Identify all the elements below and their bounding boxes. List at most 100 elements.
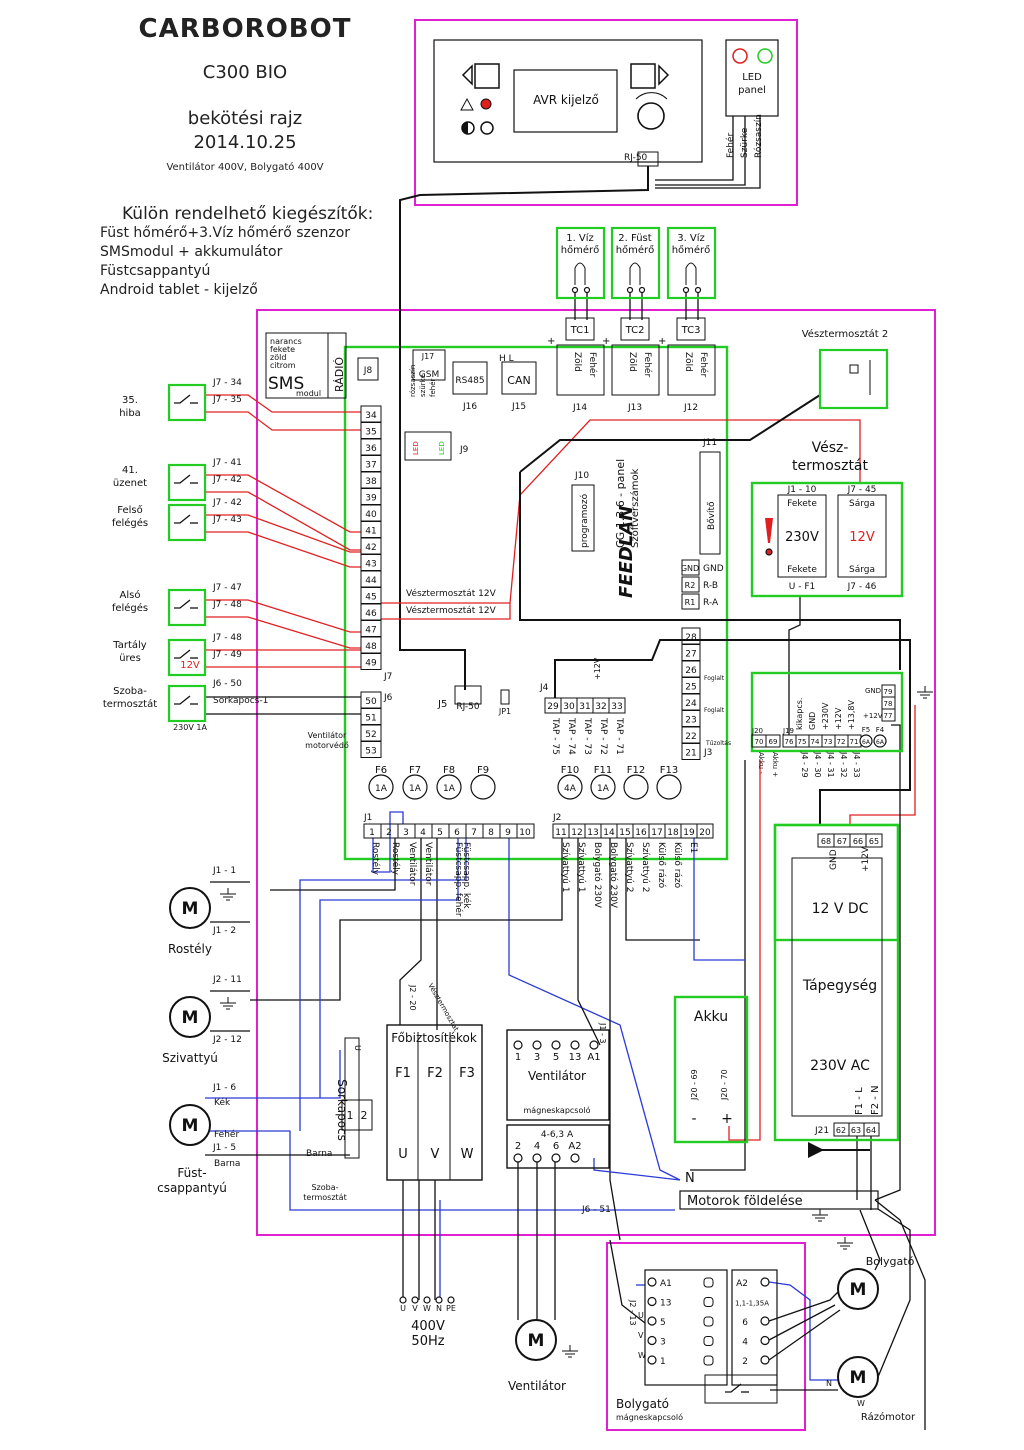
bus-label: R-B: [703, 581, 718, 591]
psu-pin: 66: [853, 837, 863, 846]
j20-pin: 70: [755, 738, 764, 746]
motor-wire-label: Fehér: [214, 1129, 239, 1140]
sensor-title: hőmérő: [561, 244, 600, 256]
fuse-value: 4A: [564, 784, 577, 794]
vesz-right: [837, 494, 887, 578]
razo-relay: [704, 1374, 778, 1404]
small-fuse-icon: [859, 734, 873, 748]
vesz-label: U - F1: [789, 582, 815, 592]
thermocouple-icon: [629, 262, 641, 285]
sms-wire-label: fekete: [270, 345, 295, 354]
j7-pin: 47: [365, 626, 376, 636]
vesz-left: [777, 494, 827, 578]
vent-contactor-pin: 3: [534, 1052, 540, 1063]
input-box: [167, 588, 207, 627]
led-label: LED: [438, 441, 446, 455]
input-wire: [205, 474, 361, 533]
switch-icon: [174, 394, 191, 404]
j2-wire-label: Szívattyú 1: [560, 842, 570, 892]
terminal-dot: [638, 286, 646, 294]
motor-wire-label: J2 - 12: [212, 1035, 242, 1045]
polarity: +: [602, 336, 610, 347]
input-label: Felső: [117, 504, 142, 516]
j2-pin: 14: [603, 828, 615, 838]
j11-label: Bővítő: [707, 501, 717, 530]
bolygato-wire: [609, 838, 621, 1241]
optional-accessories: Külön rendelhető kiegészítők: Füst hőmér…: [100, 205, 373, 300]
bus-code: R1: [685, 598, 696, 607]
j1-wire-label: Füstcsapp. fehér: [453, 842, 464, 917]
fuse-icon: [623, 774, 649, 800]
switch-icon: [174, 474, 191, 484]
j1-3-label: J1 - 3: [598, 1022, 607, 1044]
damper-wire: [319, 838, 459, 1098]
display-frame: [414, 19, 798, 206]
vesz-wire-label: Vésztermosztát 12V: [406, 605, 497, 616]
grate-wire: [270, 838, 396, 891]
vesz-wire-label: Vésztermosztát 12V: [406, 588, 497, 599]
mains-terminal: [447, 1296, 455, 1304]
motor-wire-label: J1 - 6: [212, 1083, 236, 1093]
j6-51-label: J6 - 51: [581, 1205, 611, 1215]
j2-pin: 16: [635, 828, 647, 838]
vesz-label: J7 - 45: [847, 485, 877, 495]
tc-conn-label: J12: [683, 403, 698, 413]
contact-icon: [703, 1297, 714, 1307]
fuse-icon: [436, 774, 462, 800]
j1-pin: 3: [403, 828, 409, 838]
tc-wire-label: Zöld: [627, 352, 637, 372]
led-label: LED: [412, 441, 420, 455]
j2-wire-label: Szívattyú 2: [640, 842, 650, 892]
polarity: +: [658, 336, 666, 347]
j18-label: +12V: [863, 712, 883, 720]
board-wire: [519, 394, 821, 473]
fuse-icon: [368, 774, 394, 800]
akku-box: [673, 995, 749, 1144]
psu-line: Tápegység: [802, 978, 877, 994]
vent-prot-label: motorvédő: [305, 740, 349, 750]
motor-wire-label: J1 - 2: [212, 926, 236, 936]
bolygato-coil-wire: [768, 1281, 838, 1381]
j7-pin: 34: [365, 411, 377, 421]
knob-arc-icon: [635, 92, 668, 100]
bolygato-motor-wire: [768, 1304, 836, 1341]
motor-1-icon: [169, 996, 211, 1038]
j20-label: J20: [751, 727, 763, 735]
j1-pin: 8: [488, 828, 494, 838]
vent-motor-icon: [515, 1319, 557, 1361]
j2-pin: 13: [587, 828, 598, 838]
bolygato-motor-name: Bolygató: [866, 1255, 915, 1268]
mains-voltage: 400V: [411, 1319, 445, 1334]
tc-box: [620, 317, 650, 341]
main-fuse-title: Főbiztosítékok: [391, 1031, 477, 1045]
j2-wire-label: Bolygató 230V: [608, 842, 619, 909]
psu-wire: [849, 705, 916, 826]
j19-label: J19: [782, 727, 794, 735]
j7-pin: 46: [365, 609, 377, 619]
j4-ref-label: J4 - 29: [800, 751, 809, 778]
j19-wire-label: kikapcs.: [795, 698, 804, 730]
j7-pin: 40: [365, 510, 377, 520]
j1-wire-label: Ventilátor: [423, 842, 433, 886]
j2-wire-label: Külső rázó: [672, 842, 683, 889]
vent-contactor-terminal: [551, 1040, 561, 1050]
bus-terminal: [681, 593, 700, 610]
j1-pin: 10: [519, 828, 531, 838]
psu-label: GND: [829, 849, 839, 870]
mains-terminal: [411, 1296, 419, 1304]
bolygato-pin: 13: [660, 1299, 671, 1309]
led-panel-label: panel: [738, 85, 766, 96]
small-fuse-name: F5: [862, 726, 870, 734]
j2-20-label: J2 - 20: [408, 984, 417, 1011]
gsm-connector: [412, 349, 446, 381]
j18-pin: 78: [884, 700, 893, 708]
led-wire: [655, 116, 746, 186]
input-box: [167, 503, 207, 542]
input-wire: [205, 514, 361, 553]
j3-pin: 23: [685, 716, 696, 726]
mains-pin: W: [423, 1304, 431, 1313]
j7-pin: 38: [365, 477, 377, 487]
input-label: termosztát: [103, 698, 157, 710]
input-wire: [205, 394, 361, 413]
j7-label: J7: [383, 672, 392, 682]
